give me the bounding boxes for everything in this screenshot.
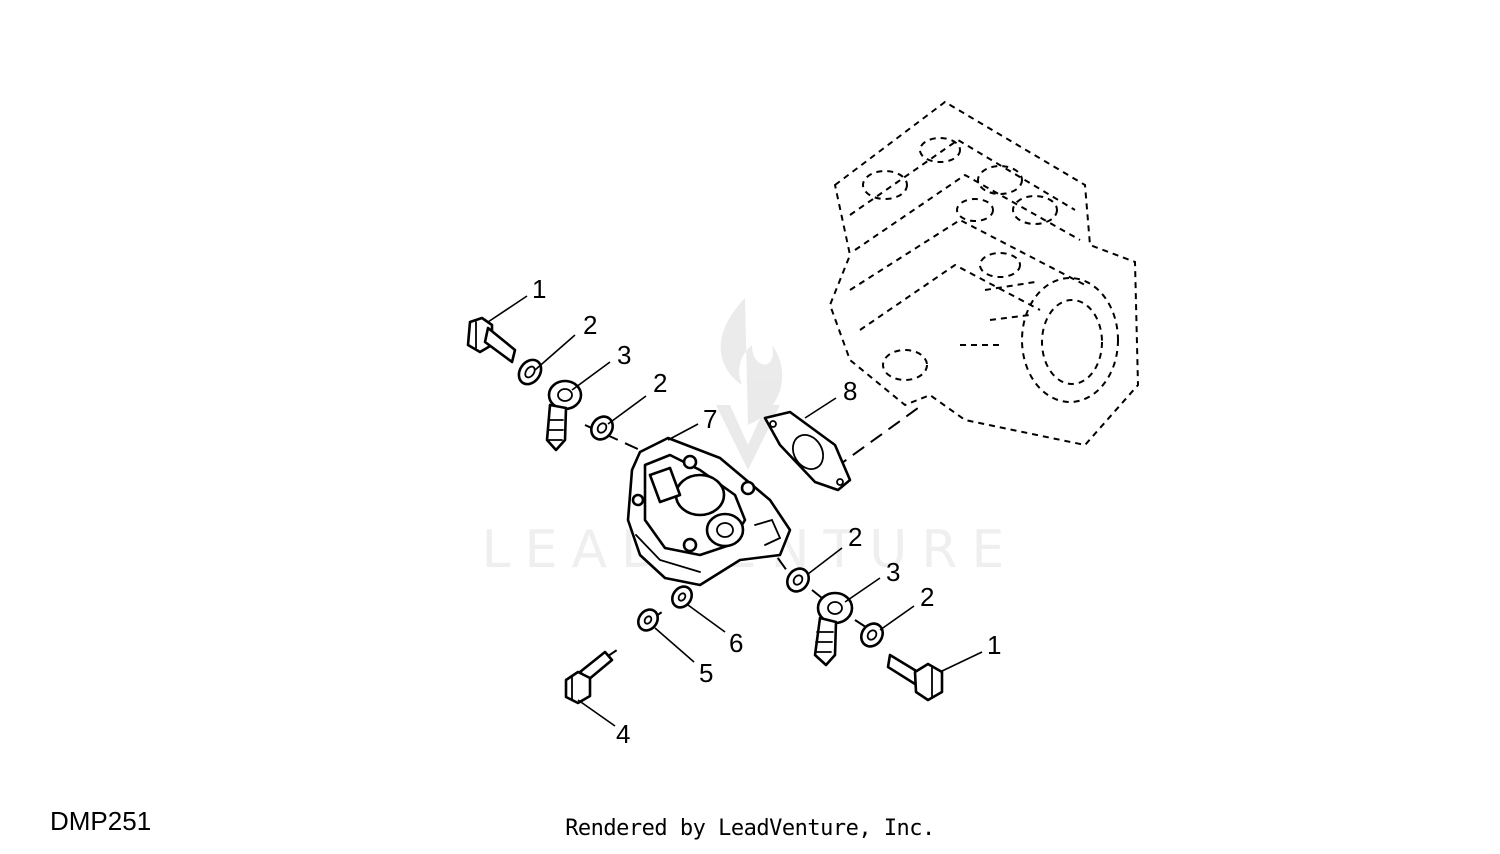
callout-2-c: 2 [848, 522, 862, 552]
callout-8: 8 [843, 376, 857, 406]
banjo-fitting-lower [813, 591, 854, 667]
callout-1-bottom: 1 [987, 630, 1001, 660]
callout-2-d: 2 [920, 582, 934, 612]
leader-lines [487, 295, 983, 727]
callout-3-bottom: 3 [886, 557, 900, 587]
washer-5 [636, 608, 660, 632]
callout-2-a: 2 [583, 310, 597, 340]
callout-4: 4 [616, 719, 630, 749]
sealing-washer-lower-1 [786, 567, 810, 593]
filter-head [626, 436, 792, 587]
washer-6 [670, 585, 694, 609]
callout-2-b: 2 [653, 368, 667, 398]
cap-screw-4 [564, 650, 614, 705]
banjo-fitting-upper [545, 379, 583, 452]
footer-credit: Rendered by LeadVenture, Inc. [565, 816, 935, 841]
banjo-bolt-lower [886, 653, 944, 702]
sealing-washer-upper-2 [590, 415, 614, 441]
figure-code: DMP251 [50, 806, 152, 836]
banjo-bolt-upper [466, 316, 517, 364]
callout-7: 7 [703, 404, 717, 434]
callout-5: 5 [699, 658, 713, 688]
assembly-line-gasket [834, 407, 919, 469]
sealing-washer-lower-2 [860, 622, 884, 648]
callout-1-top: 1 [532, 274, 546, 304]
sealing-washer-upper-1 [517, 358, 543, 386]
callout-6: 6 [729, 628, 743, 658]
gasket [763, 410, 852, 492]
engine-block [828, 100, 1140, 447]
callout-3-top: 3 [617, 340, 631, 370]
